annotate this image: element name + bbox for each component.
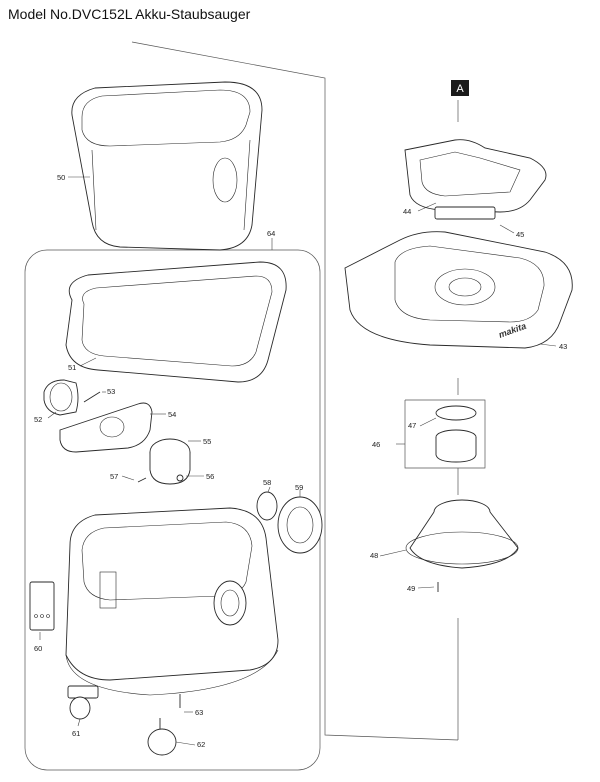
kit-64-boundary — [24, 249, 321, 771]
leader-lines — [39, 176, 557, 746]
part-60-latch — [29, 581, 55, 631]
part-46-filter-group — [404, 399, 486, 469]
part-57-screw — [137, 477, 147, 483]
diagram-title: Model No.DVC152L Akku-Staubsauger — [8, 6, 251, 22]
part-53-screw — [83, 391, 101, 403]
part-55-inlet — [149, 438, 191, 485]
callout-46: 46 — [372, 440, 380, 449]
callout-50: 50 — [57, 173, 65, 182]
callout-59: 59 — [295, 483, 303, 492]
part-62-caster — [147, 718, 177, 756]
part-50-bucket — [71, 81, 263, 251]
callout-44: 44 — [403, 207, 411, 216]
callout-43: 43 — [559, 342, 567, 351]
part-58-o-ring — [256, 491, 278, 521]
callout-58: 58 — [263, 478, 271, 487]
section-a-letter: A — [456, 83, 464, 95]
part-54-bracket — [59, 402, 153, 453]
assembly-guide-lines — [131, 41, 459, 741]
callout-45: 45 — [516, 230, 524, 239]
callout-51: 51 — [68, 363, 76, 372]
part-59-connector-ring — [277, 496, 323, 554]
part-51-gasket — [65, 261, 287, 383]
callout-52: 52 — [34, 415, 42, 424]
callout-47: 47 — [408, 421, 416, 430]
part-56-screw — [176, 474, 184, 482]
part-52-elbow — [43, 379, 79, 416]
callout-48: 48 — [370, 551, 378, 560]
callout-56: 56 — [206, 472, 214, 481]
callout-63: 63 — [195, 708, 203, 717]
callout-61: 61 — [72, 729, 80, 738]
callout-57: 57 — [110, 472, 118, 481]
callout-49: 49 — [407, 584, 415, 593]
part-45-pad — [434, 206, 496, 220]
part-44-handle-frame — [404, 139, 547, 213]
part-47-filter-disc — [435, 405, 477, 421]
part-43-housing-base: makita — [344, 231, 573, 349]
part-61-caster — [67, 685, 99, 720]
callout-54: 54 — [168, 410, 176, 419]
callout-labels: 50 64 51 53 52 54 55 57 56 58 59 60 61 6… — [34, 173, 567, 749]
callout-53: 53 — [107, 387, 115, 396]
part-48-motor-base — [405, 499, 519, 569]
callout-55: 55 — [203, 437, 211, 446]
callout-64: 64 — [267, 229, 275, 238]
callout-62: 62 — [197, 740, 205, 749]
main-tank-body — [65, 507, 279, 696]
section-a-marker: A — [451, 80, 469, 96]
callout-60: 60 — [34, 644, 42, 653]
